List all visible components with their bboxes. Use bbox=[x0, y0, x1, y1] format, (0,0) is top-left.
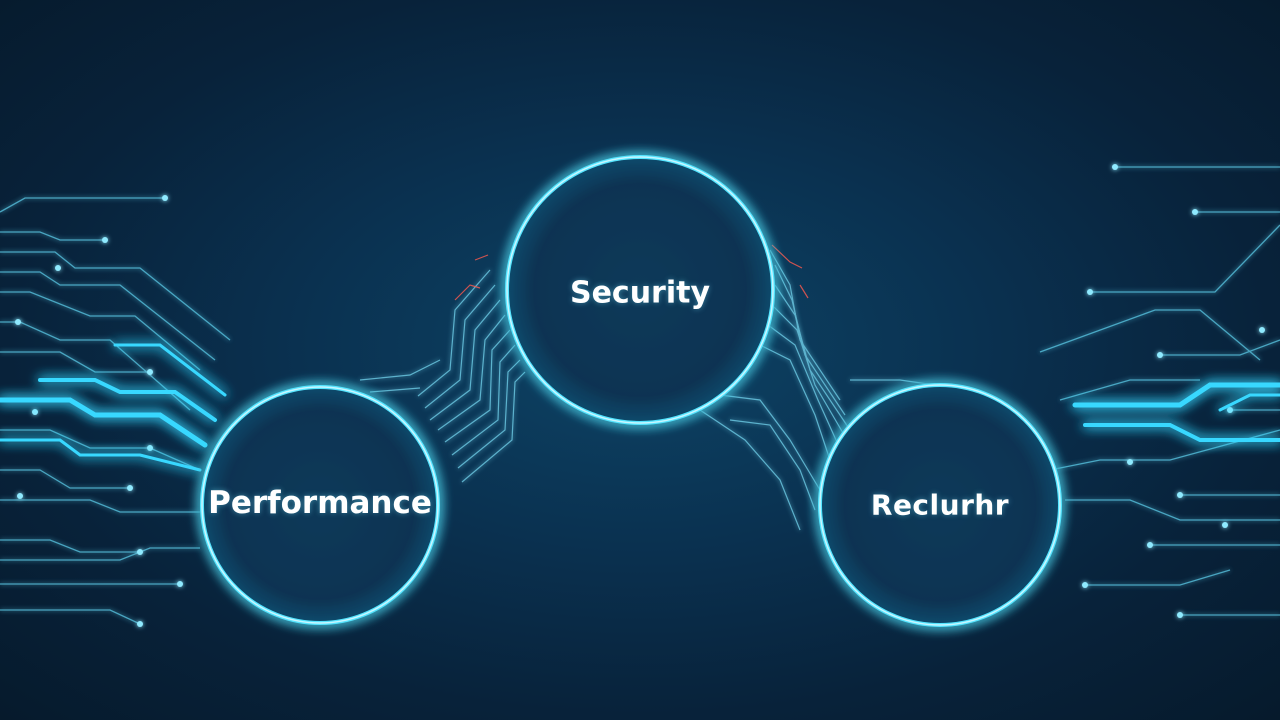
right-circuit-nodes bbox=[1082, 164, 1265, 618]
node-right-label: Reclurhr bbox=[870, 488, 1010, 522]
node-left-circle bbox=[200, 385, 440, 625]
node-top-label: Security bbox=[569, 275, 711, 311]
node-left-label: Performance bbox=[208, 485, 432, 521]
top-right-connector-accents bbox=[771, 244, 809, 299]
left-circuit-traces bbox=[0, 197, 231, 625]
right-circuit-traces bbox=[1039, 166, 1280, 616]
left-circuit-nodes bbox=[15, 195, 183, 627]
left-top-connector-bundle bbox=[359, 269, 526, 483]
node-top-circle bbox=[505, 155, 775, 425]
left-top-connector-accents bbox=[454, 254, 489, 301]
right-glow-beams bbox=[1072, 382, 1280, 442]
node-right-circle bbox=[818, 383, 1062, 627]
left-glow-beams bbox=[0, 343, 227, 472]
top-right-connector-bundle bbox=[699, 249, 936, 531]
